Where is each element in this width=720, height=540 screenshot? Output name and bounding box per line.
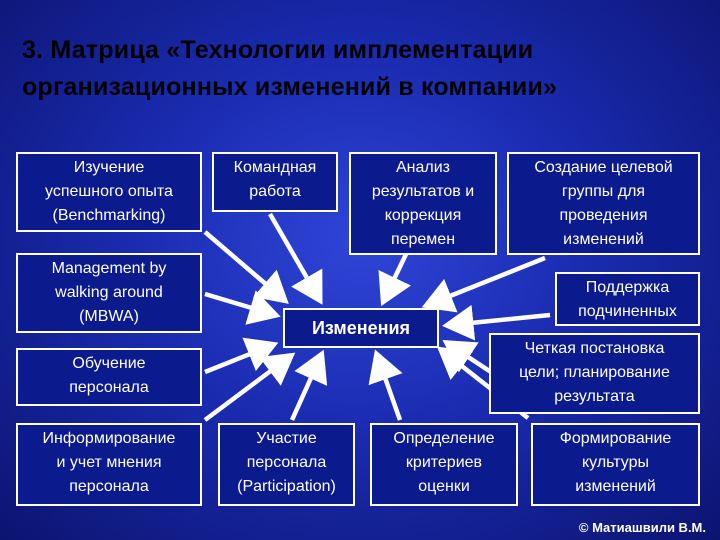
arrow-training — [204, 337, 279, 375]
page-title: 3. Матрица «Технологии имплементации орг… — [22, 36, 558, 101]
arrow-informing — [203, 352, 296, 422]
box-criteria: Определение критериев оценки — [370, 423, 518, 506]
arrow-teamwork — [268, 212, 323, 305]
box-target-group: Создание целевой группы для проведения и… — [507, 152, 700, 255]
arrow-criteria — [368, 349, 403, 421]
box-mbwa: Management by walking around (MBWA) — [16, 253, 202, 333]
arrow-participation — [289, 349, 328, 421]
copyright-text: © Матиашвили В.М. — [578, 520, 706, 535]
arrow-benchmarking — [203, 230, 289, 304]
arrow-mbwa — [204, 290, 281, 325]
box-participation: Участие персонала (Participation) — [218, 423, 355, 506]
box-culture: Формирование культуры изменений — [531, 423, 700, 506]
box-analysis: Анализ результатов и коррекция перемен — [349, 152, 497, 255]
box-benchmarking: Изучение успешного опыта (Benchmarking) — [16, 152, 202, 232]
box-informing: Информирование и учет мнения персонала — [16, 423, 202, 506]
box-training: Обучение персонала — [16, 348, 202, 406]
box-support: Поддержка подчиненных — [555, 272, 700, 326]
arrow-support — [442, 304, 551, 341]
box-goals: Четкая постановка цели; планирование рез… — [489, 333, 700, 414]
center-node: Изменения — [283, 308, 439, 348]
arrow-analysis — [378, 249, 411, 307]
box-teamwork: Командная работа — [212, 152, 338, 212]
arrow-target-group — [421, 255, 546, 313]
